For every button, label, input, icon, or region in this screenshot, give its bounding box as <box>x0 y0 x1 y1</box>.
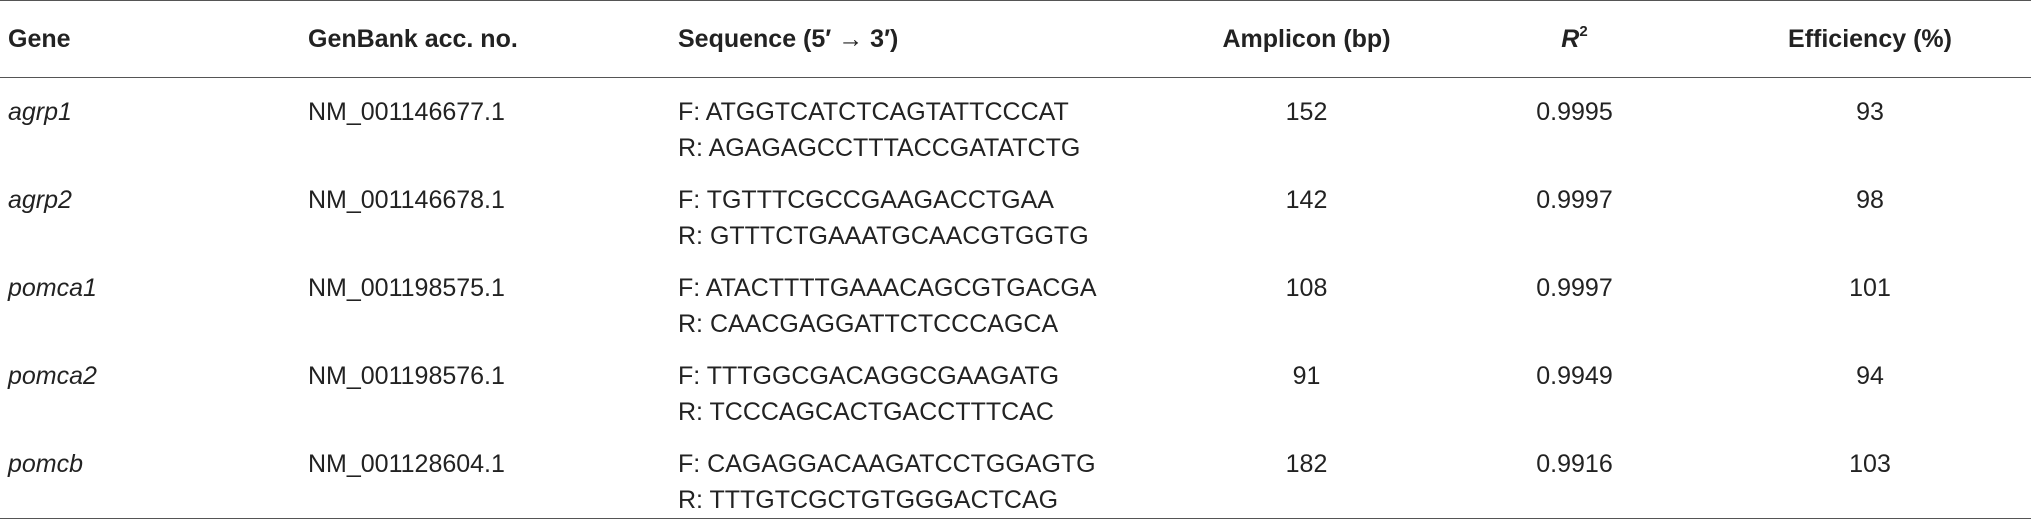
table-row: pomcb NM_001128604.1 F: CAGAGGACAAGATCCT… <box>0 430 2031 519</box>
forward-primer: F: ATGGTCATCTCAGTATTCCCAT <box>678 98 1069 126</box>
cell-gene: pomca1 <box>8 274 97 302</box>
cell-amplicon: 152 <box>1285 98 1328 126</box>
table-header: Gene GenBank acc. no. Sequence (5′ → 3′)… <box>0 0 2031 78</box>
cell-accession: NM_001198576.1 <box>308 362 505 390</box>
table-row: pomca1 NM_001198575.1 F: ATACTTTTGAAACAG… <box>0 254 2031 342</box>
cell-accession: NM_001146677.1 <box>308 98 505 126</box>
cell-amplicon: 108 <box>1285 274 1328 302</box>
table-row: agrp2 NM_001146678.1 F: TGTTTCGCCGAAGACC… <box>0 166 2031 254</box>
cell-gene: agrp2 <box>8 186 72 214</box>
cell-sequence: F: ATACTTTTGAAACAGCGTGACGA R: CAACGAGGAT… <box>678 254 1173 342</box>
cell-amplicon: 91 <box>1292 362 1321 390</box>
forward-primer: F: TGTTTCGCCGAAGACCTGAA <box>678 186 1054 214</box>
cell-r2: 0.9995 <box>1536 98 1613 126</box>
cell-sequence: F: TTTGGCGACAGGCGAAGATG R: TCCCAGCACTGAC… <box>678 342 1173 430</box>
header-row: Gene GenBank acc. no. Sequence (5′ → 3′)… <box>0 0 2031 78</box>
table-body: agrp1 NM_001146677.1 F: ATGGTCATCTCAGTAT… <box>0 78 2031 519</box>
cell-accession: NM_001146678.1 <box>308 186 505 214</box>
header-r2-base: R <box>1561 25 1580 53</box>
cell-sequence: F: TGTTTCGCCGAAGACCTGAA R: GTTTCTGAAATGC… <box>678 166 1173 254</box>
header-r2-sup: 2 <box>1579 22 1588 40</box>
table-row: pomca2 NM_001198576.1 F: TTTGGCGACAGGCGA… <box>0 342 2031 430</box>
cell-amplicon: 142 <box>1285 186 1328 214</box>
cell-accession: NM_001128604.1 <box>308 430 678 519</box>
cell-r2: 0.9949 <box>1536 362 1613 390</box>
cell-sequence: F: ATGGTCATCTCAGTATTCCCAT R: AGAGAGCCTTT… <box>678 78 1173 167</box>
cell-efficiency: 103 <box>1709 430 2031 519</box>
header-r2: R2 <box>1440 1 1709 78</box>
header-amplicon: Amplicon (bp) <box>1222 25 1391 53</box>
cell-efficiency: 101 <box>1849 274 1891 302</box>
cell-efficiency: 94 <box>1856 362 1884 390</box>
cell-r2: 0.9997 <box>1536 186 1613 214</box>
cell-r2: 0.9997 <box>1536 274 1613 302</box>
cell-gene: pomcb <box>0 430 308 519</box>
cell-gene: agrp1 <box>8 98 72 126</box>
forward-primer: F: CAGAGGACAAGATCCTGGAGTG <box>678 450 1096 478</box>
cell-sequence: F: CAGAGGACAAGATCCTGGAGTG R: TTTGTCGCTGT… <box>678 430 1173 519</box>
header-accession: GenBank acc. no. <box>308 25 518 53</box>
cell-gene: pomca2 <box>8 362 97 390</box>
header-efficiency: Efficiency (%) <box>1788 25 1952 53</box>
cell-accession: NM_001198575.1 <box>308 274 505 302</box>
cell-efficiency: 98 <box>1856 186 1884 214</box>
reverse-primer: R: GTTTCTGAAATGCAACGTGGTG <box>678 222 1089 250</box>
reverse-primer: R: TTTGTCGCTGTGGGACTCAG <box>678 486 1059 514</box>
cell-amplicon: 182 <box>1173 430 1440 519</box>
cell-efficiency: 93 <box>1856 98 1884 126</box>
header-gene: Gene <box>8 25 71 53</box>
cell-r2: 0.9916 <box>1440 430 1709 519</box>
reverse-primer: R: AGAGAGCCTTTACCGATATCTG <box>678 134 1081 162</box>
header-sequence: Sequence (5′ → 3′) <box>678 25 899 53</box>
reverse-primer: R: CAACGAGGATTCTCCCAGCA <box>678 310 1059 338</box>
reverse-primer: R: TCCCAGCACTGACCTTTCAC <box>678 398 1054 426</box>
table-row: agrp1 NM_001146677.1 F: ATGGTCATCTCAGTAT… <box>0 78 2031 167</box>
forward-primer: F: ATACTTTTGAAACAGCGTGACGA <box>678 274 1097 302</box>
forward-primer: F: TTTGGCGACAGGCGAAGATG <box>678 362 1060 390</box>
